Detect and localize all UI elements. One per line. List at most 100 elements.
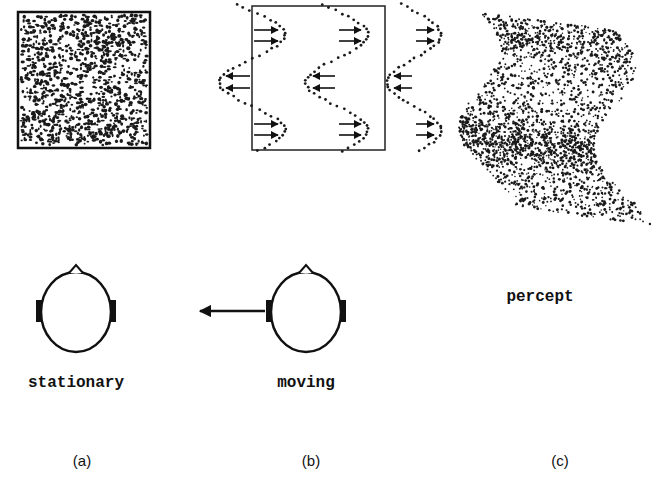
surface-dot xyxy=(580,29,583,32)
texture-dot xyxy=(50,24,53,27)
texture-dot xyxy=(114,102,118,106)
surface-dot xyxy=(525,156,527,158)
panel-frame xyxy=(18,12,150,148)
surface-dot xyxy=(533,170,535,172)
texture-dot xyxy=(103,53,105,57)
texture-dot xyxy=(25,19,28,22)
profile-dot xyxy=(258,108,261,111)
texture-dot xyxy=(81,18,84,21)
texture-dot xyxy=(53,124,56,126)
surface-dot xyxy=(527,52,529,54)
velocity-arrow xyxy=(339,123,361,125)
texture-dot xyxy=(139,29,142,33)
profile-dot xyxy=(219,82,222,85)
surface-dot xyxy=(517,97,519,99)
texture-dot xyxy=(108,22,111,24)
profile-dot xyxy=(367,127,370,130)
texture-dot xyxy=(86,50,89,54)
profile-dot xyxy=(330,60,333,63)
texture-dot xyxy=(88,68,91,71)
surface-dot xyxy=(544,74,546,76)
profile-dot xyxy=(388,73,391,76)
texture-dot xyxy=(69,17,73,21)
texture-dot xyxy=(84,74,88,77)
texture-dot xyxy=(122,129,126,133)
surface-dot xyxy=(510,47,512,49)
texture-dot xyxy=(102,102,104,104)
velocity-arrow xyxy=(313,87,335,89)
surface-dot xyxy=(598,111,600,113)
texture-dot xyxy=(80,67,82,71)
surface-dot xyxy=(533,83,535,85)
texture-dot xyxy=(114,117,118,119)
texture-dot xyxy=(103,109,107,111)
texture-dot xyxy=(142,61,146,64)
profile-dot xyxy=(432,117,435,120)
surface-dot xyxy=(596,129,599,132)
surface-dot xyxy=(580,43,581,44)
texture-dot xyxy=(45,106,48,108)
texture-dot xyxy=(129,111,133,113)
texture-dot xyxy=(81,81,84,83)
profile-dot xyxy=(278,137,281,140)
surface-dot xyxy=(487,113,489,115)
surface-dot xyxy=(637,211,639,213)
texture-dot xyxy=(86,53,89,55)
texture-dot xyxy=(140,93,142,96)
surface-dot xyxy=(523,140,524,141)
surface-dot xyxy=(605,42,608,45)
profile-dot xyxy=(307,76,310,79)
texture-dot xyxy=(49,103,52,106)
surface-dot xyxy=(533,122,535,124)
texture-dot xyxy=(37,79,39,82)
texture-dot xyxy=(35,82,39,85)
texture-dot xyxy=(47,20,51,24)
profile-dot xyxy=(269,19,272,22)
texture-dot xyxy=(94,87,97,89)
surface-dot xyxy=(517,102,519,104)
surface-dot xyxy=(586,107,588,109)
texture-dot xyxy=(128,71,130,73)
texture-dot xyxy=(40,132,43,135)
texture-dot xyxy=(75,51,77,55)
surface-dot xyxy=(560,61,563,64)
surface-dot xyxy=(485,91,488,94)
texture-dot xyxy=(67,101,69,103)
surface-dot xyxy=(507,77,510,80)
texture-dot xyxy=(35,47,39,50)
texture-dot xyxy=(107,65,111,67)
texture-dot xyxy=(114,103,118,105)
texture-dot xyxy=(38,43,41,45)
texture-dot xyxy=(134,79,138,82)
profile-dot xyxy=(268,143,271,146)
texture-dot xyxy=(117,28,121,32)
texture-dot xyxy=(143,35,147,37)
texture-dot xyxy=(130,13,134,17)
texture-dot xyxy=(90,53,92,56)
surface-dot xyxy=(552,121,554,123)
profile-dot xyxy=(398,96,401,99)
surface-dot xyxy=(578,170,580,172)
surface-dot xyxy=(491,92,493,94)
surface-dot xyxy=(580,201,583,204)
surface-dot xyxy=(554,40,556,42)
profile-dot xyxy=(236,3,239,6)
surface-dot xyxy=(489,171,491,173)
texture-dot xyxy=(38,98,41,101)
texture-dot xyxy=(91,122,93,125)
texture-dot xyxy=(40,83,42,86)
texture-dot xyxy=(138,90,142,92)
texture-dot xyxy=(29,129,31,133)
profile-dot xyxy=(362,137,365,140)
texture-dot xyxy=(84,139,86,141)
texture-dot xyxy=(126,47,130,50)
texture-dot xyxy=(46,83,50,85)
profile-dot xyxy=(436,25,439,28)
surface-dot xyxy=(588,63,590,65)
surface-dot xyxy=(490,74,492,76)
texture-dot xyxy=(55,137,57,140)
surface-dot xyxy=(507,122,509,124)
profile-dot xyxy=(256,12,259,15)
profile-dot xyxy=(393,70,396,73)
surface-dot xyxy=(543,121,545,123)
